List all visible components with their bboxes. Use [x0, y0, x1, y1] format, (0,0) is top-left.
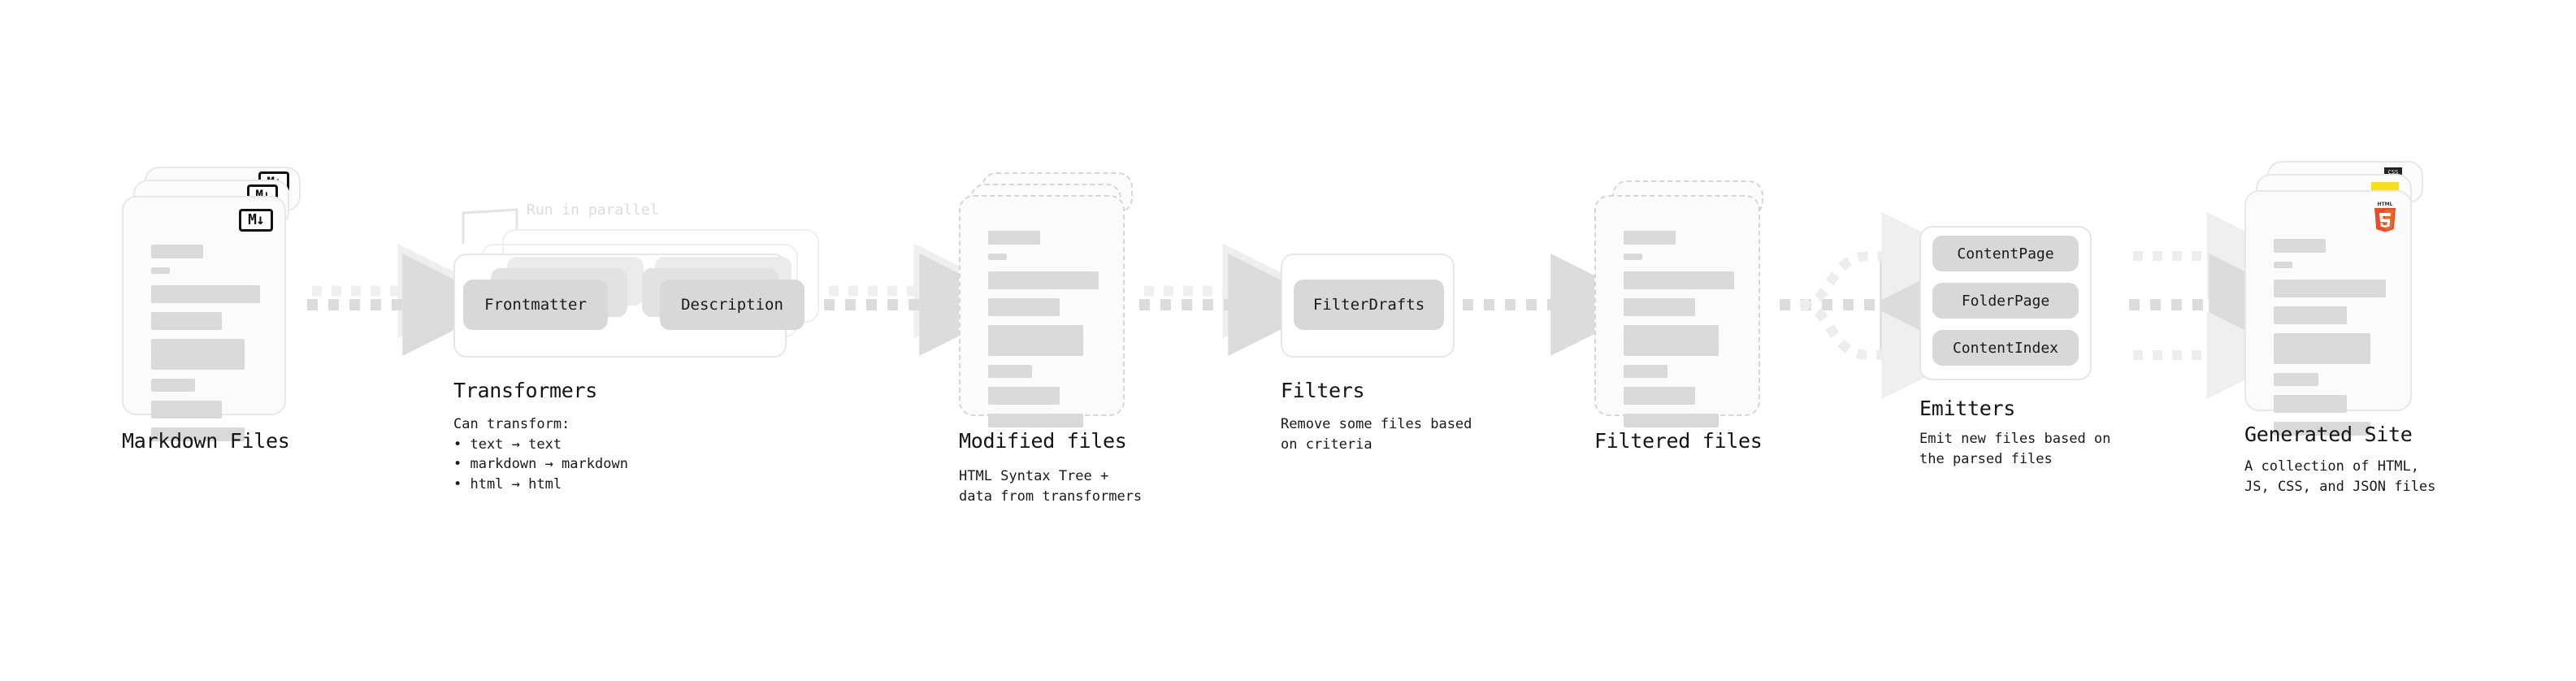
- content-bar: [151, 285, 260, 303]
- content-bar: [988, 271, 1099, 289]
- content-bar: [151, 245, 203, 258]
- arrow-emitters-to-generated: [2129, 212, 2312, 399]
- content-bar: [1624, 231, 1676, 245]
- content-bar: [988, 414, 1083, 427]
- content-bar: [2274, 373, 2319, 386]
- arrow-transformers-to-modified: [824, 243, 1022, 356]
- content-bar: [151, 427, 245, 441]
- content-bar: [2274, 306, 2347, 324]
- svg-text:CSS: CSS: [2388, 169, 2399, 176]
- emitters-description: Emit new files based on the parsed files: [1919, 431, 2111, 467]
- modified-content-bars: [988, 231, 1099, 436]
- content-bar: [988, 254, 1007, 260]
- content-bar: [151, 339, 245, 370]
- generated-content-bars: [2274, 239, 2386, 445]
- modified-sheet-front: [959, 195, 1125, 427]
- filter-pill-filterdrafts[interactable]: FilterDrafts: [1294, 280, 1444, 330]
- filtered-sheet-front: [1594, 195, 1760, 427]
- content-bar: [1624, 271, 1734, 289]
- run-in-parallel-label: Run in parallel: [527, 202, 659, 219]
- content-bar: [151, 267, 170, 274]
- content-bar: [2274, 280, 2386, 297]
- arrow-modified-to-filters: [1139, 243, 1331, 356]
- content-bar: [988, 365, 1033, 378]
- arrow-filtered-to-emitters-split: [1780, 212, 1983, 399]
- filters-caption: Filters: [1281, 379, 1365, 402]
- content-bar: [988, 325, 1083, 356]
- modified-files-description: HTML Syntax Tree + data from transformer…: [959, 468, 1143, 505]
- content-bar: [151, 379, 195, 392]
- emitter-pill-contentpage[interactable]: ContentPage: [1932, 236, 2079, 271]
- markdown-content-bars: [151, 245, 260, 450]
- emitters-caption: Emitters: [1919, 397, 2016, 420]
- content-bar: [1624, 298, 1696, 316]
- content-bar: [1624, 414, 1719, 427]
- content-bar: [1624, 325, 1719, 356]
- html5-badge: HTML: [2374, 202, 2396, 232]
- generated-site-caption: Generated Site: [2244, 423, 2413, 446]
- transformers-caption: Transformers: [453, 379, 598, 402]
- filtered-content-bars: [1624, 231, 1734, 436]
- filters-description: Remove some files based on criteria: [1281, 416, 1472, 453]
- content-bar: [2274, 262, 2292, 268]
- content-bar: [988, 387, 1060, 405]
- content-bar: [988, 298, 1060, 316]
- transformers-description: Can transform: • text → text • markdown …: [453, 416, 628, 492]
- content-bar: [1624, 387, 1696, 405]
- modified-files-caption: Modified files: [959, 429, 1127, 453]
- content-bar: [988, 231, 1040, 245]
- content-bar: [2274, 333, 2370, 364]
- content-bar: [151, 312, 223, 330]
- arrow-markdown-to-transformers: [307, 243, 505, 356]
- content-bar: [2274, 395, 2347, 413]
- content-bar: [1624, 254, 1642, 260]
- content-bar: [2274, 239, 2326, 253]
- generated-sheet-front: HTML: [2244, 190, 2412, 436]
- filtered-files-caption: Filtered files: [1594, 429, 1763, 453]
- content-bar: [2274, 422, 2370, 436]
- emitter-pill-contentindex[interactable]: ContentIndex: [1932, 330, 2079, 366]
- emitter-pill-folderpage[interactable]: FolderPage: [1932, 283, 2079, 319]
- transformer-pill-frontmatter[interactable]: Frontmatter: [463, 280, 608, 330]
- markdown-sheet-front: M↓: [122, 196, 286, 441]
- svg-text:HTML: HTML: [2378, 202, 2393, 207]
- transformer-pill-description[interactable]: Description: [660, 280, 804, 330]
- content-bar: [1624, 365, 1668, 378]
- content-bar: [151, 401, 223, 419]
- generated-site-description: A collection of HTML, JS, CSS, and JSON …: [2244, 458, 2436, 495]
- markdown-badge-front: M↓: [239, 209, 273, 232]
- markdown-files-caption: Markdown Files: [122, 429, 290, 453]
